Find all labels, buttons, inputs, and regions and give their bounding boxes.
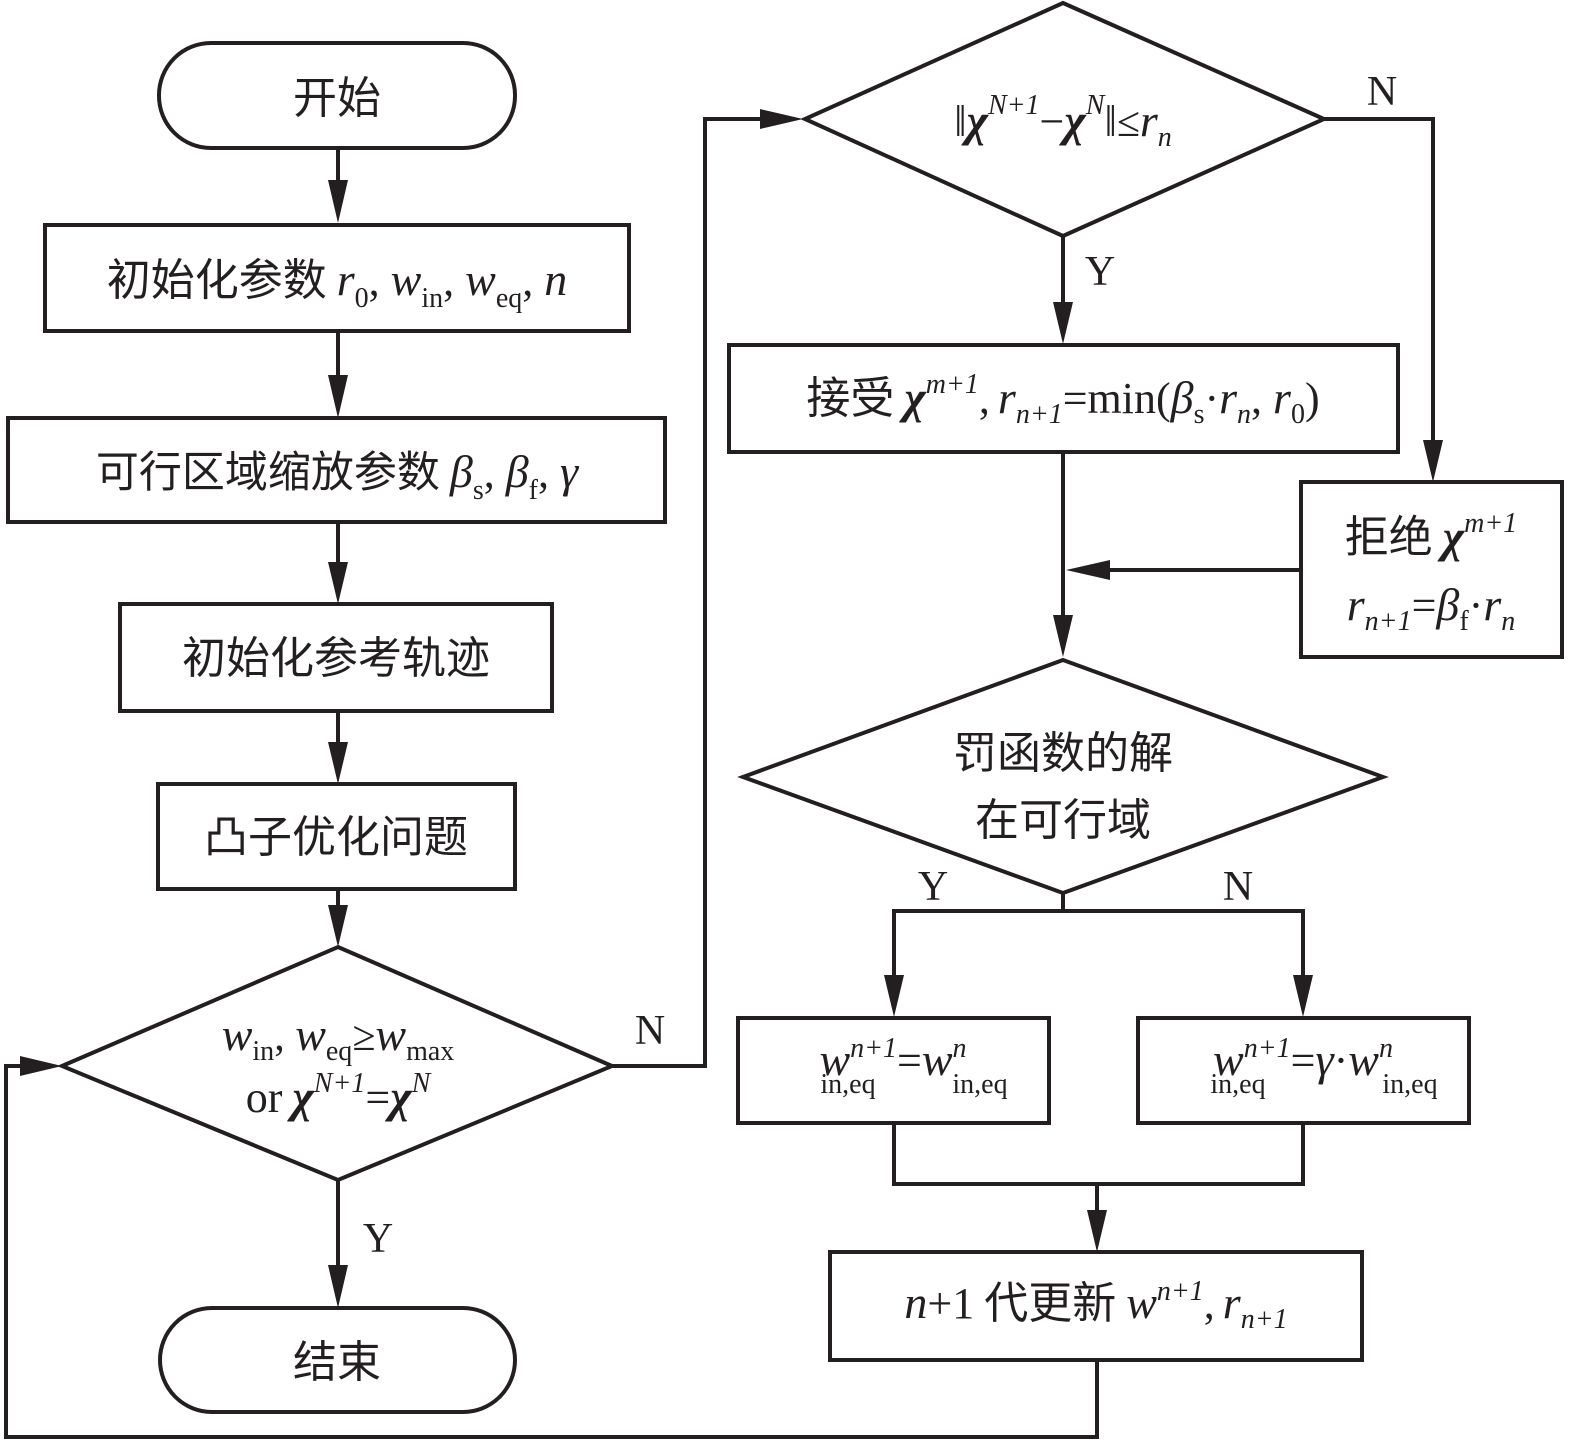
edge-label-stop-yes: Y [363, 1216, 393, 1262]
arrowhead [328, 180, 348, 223]
arrowhead [1087, 1210, 1107, 1252]
scale-weights-sub1: in,eq [1210, 1069, 1265, 1100]
edge-label-feasible-yes: Y [918, 864, 948, 910]
arrowhead [1293, 975, 1313, 1017]
node-start: 开始 [157, 41, 517, 150]
arrowhead [1423, 440, 1443, 482]
node-keep-weights: wn+1=wn in,eq in,eq [736, 1016, 1051, 1125]
node-convex-subproblem: 凸子优化问题 [156, 782, 517, 891]
node-scale-weights: wn+1=γ·wn in,eq in,eq [1136, 1016, 1471, 1125]
edge-update-loop [4, 1064, 1099, 1439]
edge-trust-reject [1324, 117, 1435, 460]
arrowhead [1066, 560, 1110, 580]
arrowhead [328, 905, 348, 947]
edge-check-trust [612, 117, 780, 1068]
node-trust-decision: ‖χN+1−χN‖≤rn [800, 0, 1329, 239]
reject-line2: rn+1=βf·rn [1347, 579, 1515, 637]
keep-weights-sub1: in,eq [820, 1069, 875, 1100]
edge-label-trust-no: N [1367, 69, 1397, 115]
edge-label-stop-no: N [635, 1008, 665, 1054]
feasible-line2: 在可行域 [975, 795, 1151, 846]
edge-feasible-branches [892, 909, 1305, 995]
trust-decision-label: ‖χN+1−χN‖≤rn [954, 90, 1172, 153]
scale-weights-label: wn+1=γ·wn [1213, 1033, 1393, 1085]
keep-weights-label: wn+1=wn [819, 1033, 966, 1085]
edge-label-feasible-no: N [1223, 864, 1253, 910]
arrowhead [884, 975, 904, 1017]
edge-w-merge [892, 1122, 1305, 1186]
node-end: 结束 [158, 1306, 517, 1414]
feasible-line1: 罚函数的解 [953, 728, 1173, 779]
end-label: 结束 [293, 1337, 381, 1388]
connectors [4, 109, 1443, 1439]
arrowhead [328, 562, 348, 604]
init-trajectory-label: 初始化参考轨迹 [182, 633, 490, 684]
arrowhead [1053, 615, 1073, 657]
arrowhead [328, 742, 348, 784]
arrowhead [1053, 302, 1073, 344]
start-label: 开始 [293, 73, 381, 124]
arrowhead [328, 375, 348, 418]
stop-decision-line1: win, weq≥wmax [222, 1009, 455, 1067]
keep-weights-sub2: in,eq [952, 1069, 1007, 1100]
arrowhead [760, 109, 803, 129]
arrowhead [328, 1265, 348, 1308]
node-init-trajectory: 初始化参考轨迹 [118, 602, 554, 713]
convex-subproblem-label: 凸子优化问题 [204, 812, 468, 863]
node-feasible-decision: 罚函数的解 在可行域 [737, 657, 1389, 896]
scale-weights-sub2: in,eq [1382, 1069, 1437, 1100]
edge-label-trust-yes: Y [1085, 249, 1115, 295]
arrowhead [20, 1056, 62, 1076]
